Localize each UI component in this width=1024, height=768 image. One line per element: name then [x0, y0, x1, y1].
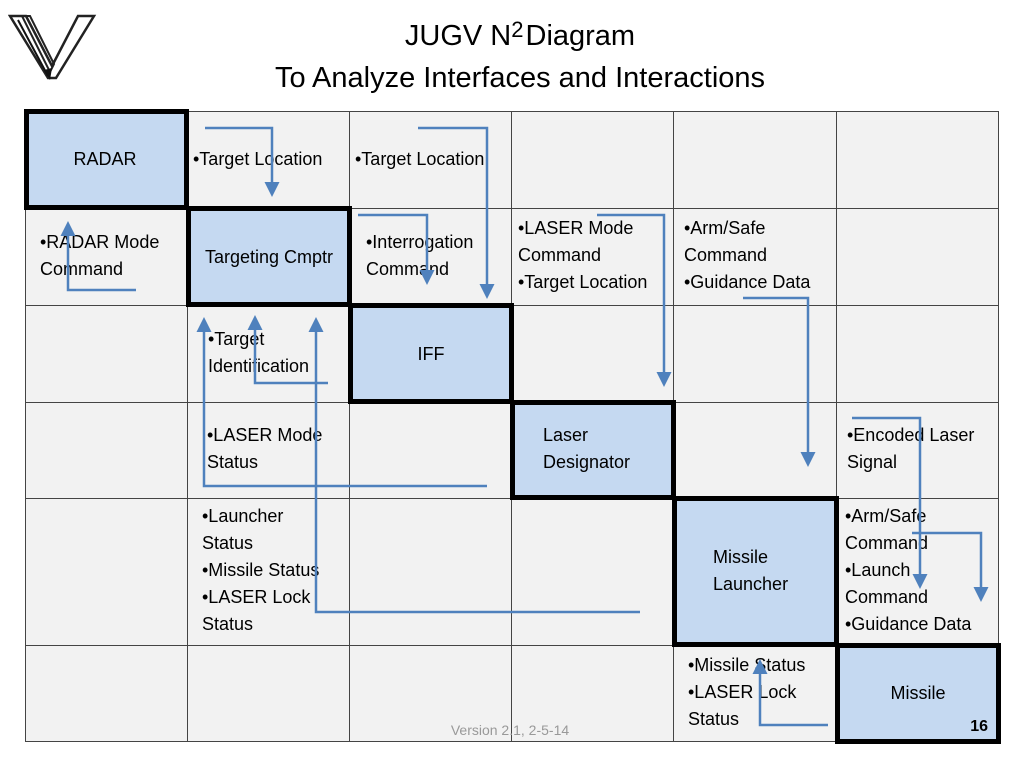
interface-r4c1: •Launcher Status •Missile Status •LASER …: [202, 506, 320, 634]
diag-frame-targeting: [186, 206, 352, 307]
n2-cell-launcher: [673, 498, 837, 646]
n2-cell-r1c5: [836, 208, 999, 306]
interface-r4c5: •Arm/Safe Command •Launch Command •Guida…: [845, 506, 972, 634]
interface-r2c1: •Target Identification: [208, 329, 310, 376]
interface-r3c1: •LASER Mode Status: [207, 425, 323, 472]
n2-cell-r0c3: [511, 111, 674, 209]
node-label-radar: RADAR: [73, 149, 137, 169]
title-superscript: 2: [511, 17, 524, 42]
n2-cell-r5c0: [25, 645, 188, 742]
n2-cell-r3c0: [25, 402, 188, 499]
node-label-missile: Missile: [890, 683, 946, 703]
page-number: 16: [970, 718, 988, 735]
n2-cell-missile: [836, 645, 999, 742]
n2-cell-r4c3: [511, 498, 674, 646]
n2-cell-r0c5: [836, 111, 999, 209]
diag-frame-launcher: [672, 496, 839, 647]
node-label-targeting: Targeting Cmptr: [204, 246, 334, 267]
diag-frame-radar: [24, 109, 189, 210]
interface-r0c1: •Target Location: [193, 149, 323, 169]
node-label-iff: IFF: [417, 344, 445, 364]
title-line-2: To Analyze Interfaces and Interactions: [274, 62, 766, 94]
n2-cell-r3c4: [673, 402, 837, 499]
n2-cell-r3c2: [349, 402, 512, 499]
diag-frame-missile: [835, 643, 1001, 744]
v-logo-icon: [7, 12, 98, 80]
interface-r1c2: •Interrogation Command: [366, 232, 474, 279]
title-prefix: JUGV N: [404, 20, 512, 52]
n2-cell-r2c5: [836, 305, 999, 403]
n2-cell-r2c3: [511, 305, 674, 403]
n2-cell-r4c0: [25, 498, 188, 646]
n2-cell-r2c0: [25, 305, 188, 403]
interface-r1c0: •RADAR Mode Command: [40, 232, 160, 279]
node-label-launcher: Missile Launcher: [713, 547, 789, 594]
n2-cell-r5c3: [511, 645, 674, 742]
node-label-laser: Laser Designator: [543, 425, 631, 472]
n2-cell-r5c2: [349, 645, 512, 742]
n2-cell-r2c4: [673, 305, 837, 403]
interface-r1c3: •LASER Mode Command •Target Location: [518, 218, 648, 292]
n2-cell-r0c4: [673, 111, 837, 209]
title-line-1: JUGV N2Diagram: [200, 16, 840, 58]
title-suffix: Diagram: [525, 20, 636, 52]
page-title: JUGV N2Diagram To Analyze Interfaces and…: [200, 16, 840, 98]
interface-r3c5: •Encoded Laser Signal: [847, 425, 975, 472]
n2-cell-r5c1: [187, 645, 350, 742]
n2-cell-r4c2: [349, 498, 512, 646]
interface-r0c2: •Target Location: [355, 149, 485, 169]
version-footer: Version 2.1, 2-5-14: [450, 722, 570, 738]
interface-r1c4: •Arm/Safe Command •Guidance Data: [684, 218, 811, 292]
n2-cell-radar: [25, 111, 188, 209]
interface-r5c4: •Missile Status •LASER Lock Status: [688, 655, 806, 729]
